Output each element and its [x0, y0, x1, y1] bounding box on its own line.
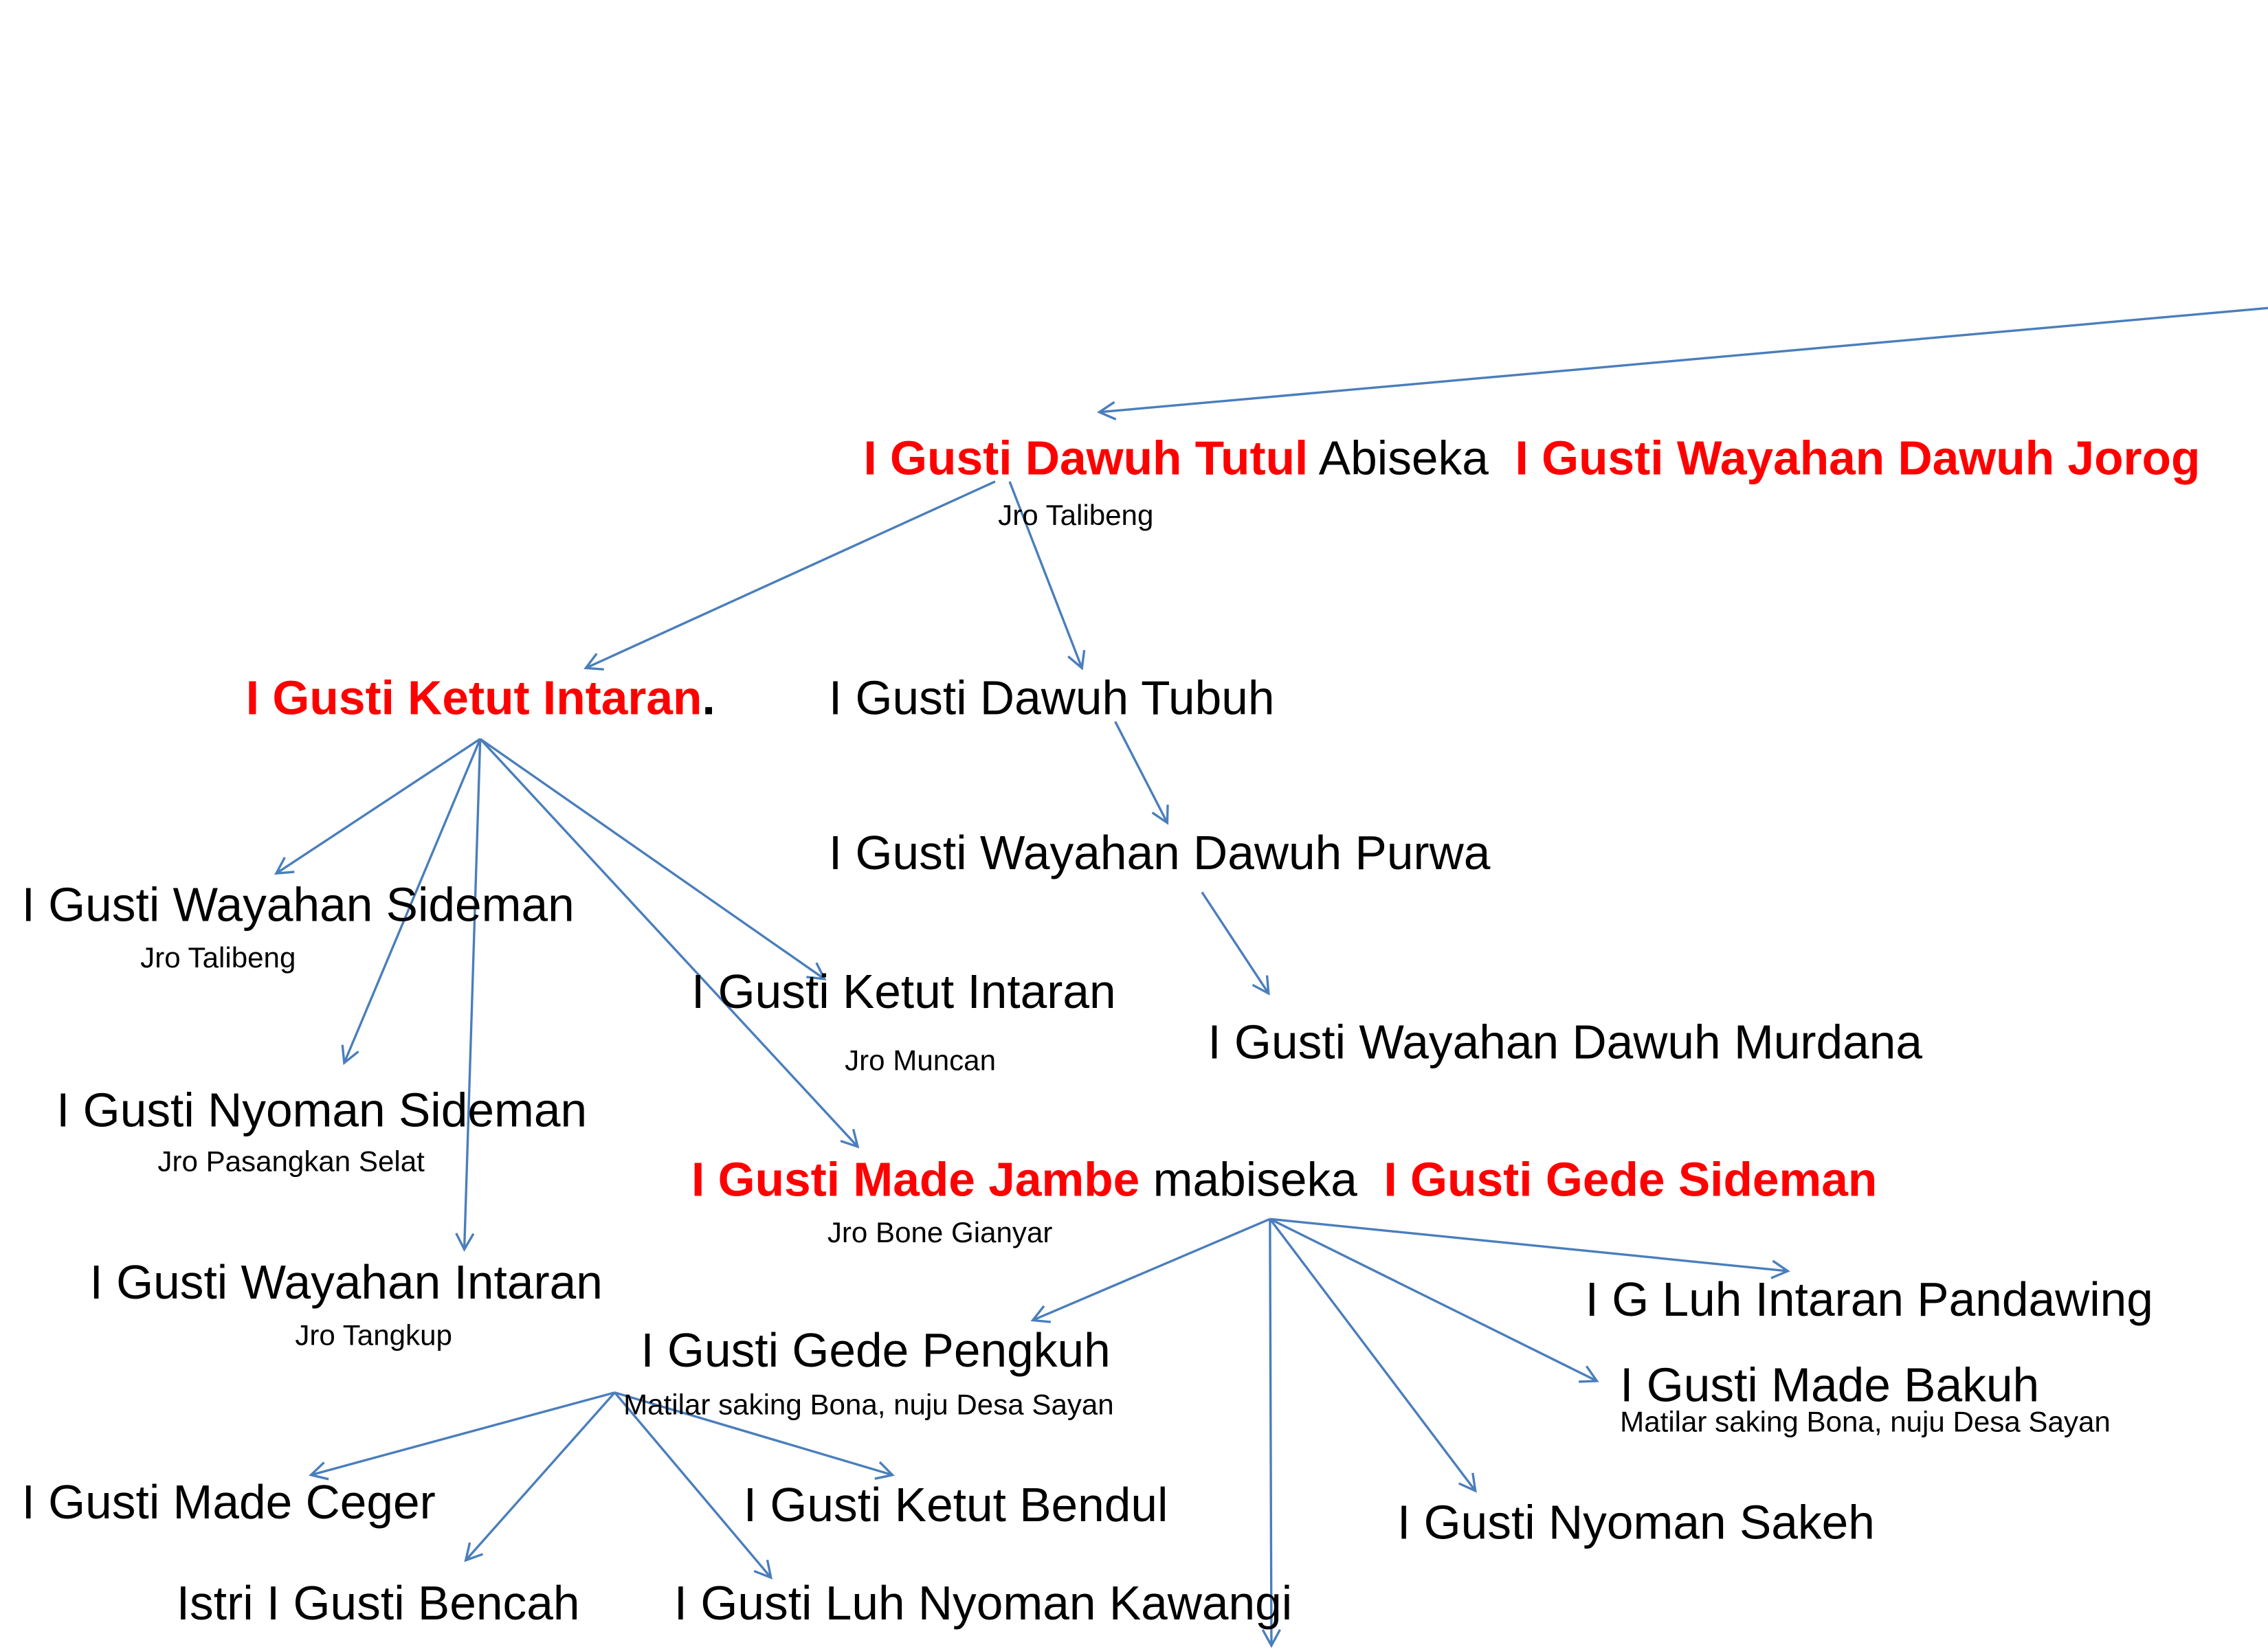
- node-note: Matilar saking Bona, nuju Desa Sayan: [1620, 1406, 2111, 1439]
- node-ketut-intaran-child: I Gusti Ketut Intaran: [691, 964, 1116, 1018]
- node-dawuh-purwa: I Gusti Wayahan Dawuh Purwa: [828, 825, 1491, 879]
- arrow-connector: [341, 738, 482, 1066]
- node-luh-intaran: I G Luh Intaran Pandawing: [1585, 1272, 2153, 1326]
- node-note: Jro Tangkup: [295, 1320, 452, 1352]
- arrow-connector: [1096, 306, 2268, 420]
- node-dawuh-tubuh: I Gusti Dawuh Tubuh: [828, 671, 1275, 725]
- root-connector: Abiseka: [1308, 431, 1515, 485]
- node-made-bakuh: I Gusti Made Bakuh: [1620, 1358, 2040, 1412]
- node-name: I Gusti Ketut Intaran: [245, 671, 702, 725]
- node-note: Jro Bone Gianyar: [827, 1218, 1053, 1250]
- node-note: Matilar saking Bona, nuju Desa Sayan: [623, 1389, 1114, 1422]
- node-nyoman-sakeh: I Gusti Nyoman Sakeh: [1397, 1495, 1875, 1549]
- arrow-connector: [479, 738, 860, 1149]
- node-istri-bencah: Istri I Gusti Bencah: [176, 1576, 580, 1630]
- node-luh-kawangi: I Gusti Luh Nyoman Kawangi: [674, 1576, 1293, 1630]
- root-name: I Gusti Dawuh Tutul: [863, 431, 1309, 485]
- node-dawuh-murdana: I Gusti Wayahan Dawuh Murdana: [1208, 1015, 1923, 1069]
- node-gede-pengkuh: I Gusti Gede Pengkuh: [641, 1323, 1111, 1377]
- node-name: I Gusti Made Jambe: [691, 1152, 1140, 1207]
- root-note: Jro Talibeng: [998, 500, 1154, 532]
- node-made-ceger: I Gusti Made Ceger: [21, 1474, 436, 1529]
- node-wayahan-sideman: I Gusti Wayahan Sideman: [21, 877, 575, 932]
- arrow-connector: [1201, 891, 1270, 996]
- node-made-jambe: I Gusti Made Jambe mabiseka I Gusti Gede…: [691, 1156, 1877, 1203]
- arrow-connector: [464, 1391, 616, 1562]
- arrow-connector: [479, 738, 827, 980]
- arrow-connector: [1269, 1218, 1790, 1279]
- node-suffix: .: [702, 671, 715, 725]
- arrow-connector: [1030, 1218, 1271, 1323]
- arrow-connector: [274, 738, 481, 875]
- arrow-connector: [583, 480, 996, 671]
- arrow-connector: [1269, 1218, 1599, 1383]
- node-ketut-intaran-main: I Gusti Ketut Intaran.: [246, 674, 715, 721]
- root-node: I Gusti Dawuh Tutul Abiseka I Gusti Waya…: [863, 434, 2200, 481]
- node-ketut-bendul: I Gusti Ketut Bendul: [743, 1477, 1168, 1532]
- arrow-connector: [614, 1391, 773, 1580]
- arrow-connector: [614, 1391, 895, 1480]
- arrow-connector: [1114, 721, 1169, 825]
- arrow-connector: [309, 1391, 615, 1481]
- node-alias: I Gusti Gede Sideman: [1383, 1152, 1878, 1207]
- root-alias: I Gusti Wayahan Dawuh Jorog: [1515, 431, 2201, 485]
- arrow-connector: [1269, 1218, 1477, 1493]
- arrow-connector: [1008, 481, 1086, 671]
- node-connector: mabiseka: [1139, 1152, 1384, 1207]
- node-wayahan-intaran: I Gusti Wayahan Intaran: [89, 1255, 603, 1309]
- node-nyoman-sideman: I Gusti Nyoman Sideman: [56, 1083, 588, 1137]
- node-note: Jro Talibeng: [140, 943, 296, 975]
- arrow-connector: [1261, 1219, 1281, 1648]
- node-note: Jro Pasangkan Selat: [157, 1146, 425, 1179]
- node-note: Jro Muncan: [845, 1045, 997, 1077]
- arrow-connector: [455, 739, 482, 1252]
